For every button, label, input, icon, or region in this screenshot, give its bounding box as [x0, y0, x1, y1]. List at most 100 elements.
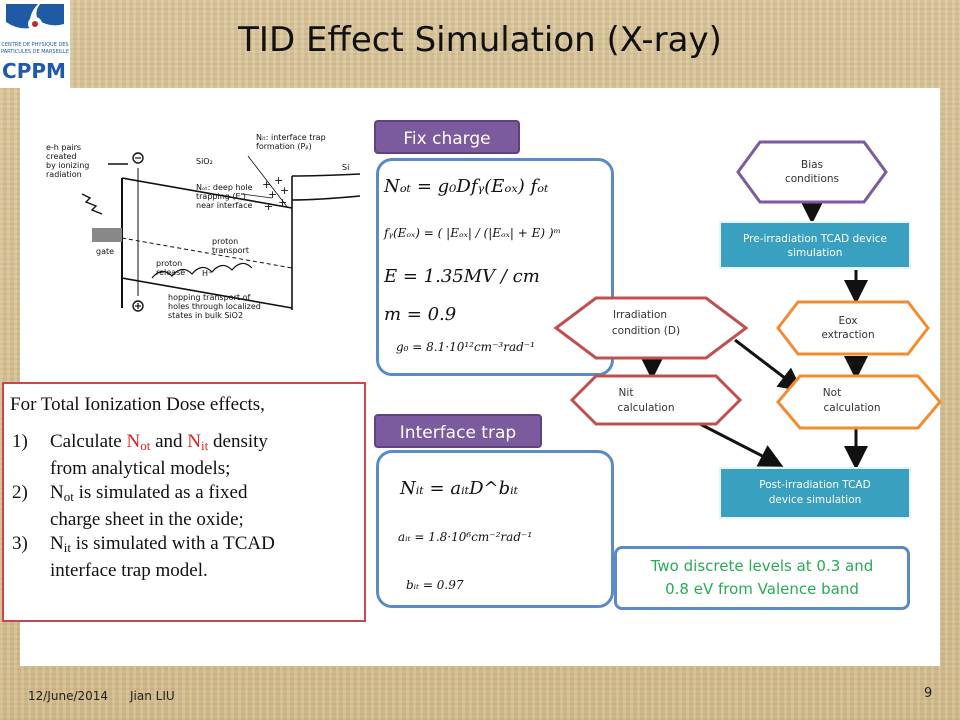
summary-item-1: 1) Calculate Not and Nit density from an… [10, 430, 358, 480]
irradiation-condition-node [553, 296, 749, 360]
summary-item-3: 3) Nit is simulated with a TCAD interfac… [10, 532, 358, 582]
proton-transport-2: transport [212, 246, 249, 255]
eox-label-2: extraction [821, 329, 874, 341]
not-symbol-main: N [126, 431, 141, 452]
not-symbol-sub: ot [140, 438, 151, 453]
summary-item-3-text: is simulated with a TCAD [70, 533, 275, 554]
not-calculation-node [776, 374, 942, 430]
summary-textbox: For Total Ionization Dose effects, 1) Ca… [2, 382, 366, 622]
nit-label-2: formation (Pᵦ) [256, 142, 312, 151]
not-label-2: trapping (E') [196, 192, 246, 201]
summary-item-3-symbol: N [50, 533, 64, 554]
levels-line-2: 0.8 eV from Valence band [665, 580, 859, 598]
levels-line-1: Two discrete levels at 0.3 and [650, 557, 874, 575]
simulation-flowchart: Bias conditions Pre-irradiation TCAD dev… [553, 140, 942, 519]
hopping-1: hopping transport of [168, 293, 250, 302]
fy-equation: fᵧ(Eₒₓ) = ( |Eₒₓ| / (|Eₒₓ| + E) )ᵐ [384, 226, 561, 240]
proton-transport-1: proton [212, 237, 238, 246]
not-label-3: near interface [196, 201, 252, 210]
bias-conditions-node [736, 140, 888, 204]
svg-text:+: + [268, 188, 277, 201]
hopping-3: states in bulk SiO2 [168, 311, 243, 320]
slide-title: TID Effect Simulation (X-ray) [238, 20, 722, 60]
hopping-path [151, 262, 253, 279]
fix-charge-tab: Fix charge [374, 120, 520, 154]
arrow-nit-to-post [699, 422, 784, 467]
post-label-1: Post-irradiation TCAD [759, 479, 870, 491]
summary-item-1-number: 1) [12, 431, 28, 452]
not-symbol: Not [126, 431, 151, 453]
energy-levels-note: Two discrete levels at 0.3 and 0.8 eV fr… [614, 546, 910, 610]
not-pointer [241, 193, 273, 199]
summary-item-2-text: is simulated as a fixed [73, 482, 248, 503]
radiation-zigzag [81, 193, 103, 215]
nit-symbol-sub: it [201, 438, 209, 453]
summary-item-2-sub: ot [63, 489, 74, 504]
summary-item-2-number: 2) [12, 482, 28, 503]
post-label-2: device simulation [769, 494, 862, 506]
fermi-level [121, 237, 293, 269]
eh-label-3: by ionizing [46, 161, 89, 170]
summary-item-3-line2: interface trap model. [50, 560, 208, 581]
pre-label-2: simulation [788, 247, 843, 259]
eox-extraction-node [776, 300, 930, 356]
si-label: Si [342, 163, 349, 172]
svg-text:+: + [278, 196, 287, 209]
bias-label-1: Bias [801, 159, 823, 171]
svg-text:+: + [264, 200, 273, 213]
summary-item-3-sub: it [63, 540, 71, 555]
nit-calculation-node [569, 374, 743, 426]
bit-equation: bᵢₜ = 0.97 [406, 578, 464, 592]
page-number: 9 [924, 686, 933, 701]
svg-text:+: + [280, 184, 289, 197]
eh-label-1: e-h pairs [46, 143, 81, 152]
interface-trap-box [376, 450, 614, 608]
summary-item-2-symbol: N [50, 482, 64, 503]
m-equation: m = 0.9 [384, 304, 457, 325]
not-label-2: calculation [823, 402, 880, 414]
summary-item-1-text-b: density [208, 431, 268, 452]
summary-item-1-line2: from analytical models; [50, 458, 231, 479]
nit-symbol: Nit [187, 431, 209, 453]
summary-item-1-mid: and [150, 431, 188, 452]
trapped-holes: +++ +++ [262, 174, 289, 213]
eh-label-4: radiation [46, 170, 82, 179]
pre-irradiation-node [719, 221, 911, 269]
footer-date: 12/June/2014 [28, 689, 109, 703]
logo-subtext-2: PARTICULES DE MARSEILLE [1, 49, 69, 55]
footer-author: Jian LIU [130, 689, 175, 703]
summary-item-1-text-a: Calculate [50, 431, 127, 452]
arrow-irr-to-not [734, 338, 803, 392]
logo-subtext-1: CENTRE DE PHYSIQUE DES [1, 42, 68, 48]
proton-release-2: release [156, 268, 185, 277]
logo-emblem-right [36, 4, 64, 26]
cppm-logo: CENTRE DE PHYSIQUE DES PARTICULES DE MAR… [0, 0, 70, 88]
field-equation: E = 1.35MV / cm [384, 266, 540, 287]
si-conduction-band [291, 173, 361, 177]
irr-label-1: Irradiation [613, 309, 667, 321]
pre-label-1: Pre-irradiation TCAD device [743, 233, 887, 245]
g0-equation: g₀ = 8.1·10¹²cm⁻³rad⁻¹ [396, 340, 535, 354]
nit-label-1: Nit [619, 387, 634, 399]
valence-band [121, 277, 293, 309]
gate-label: gate [96, 247, 114, 256]
not-label-1: Nₒₜ: deep hole [196, 183, 253, 192]
logo-emblem [6, 4, 38, 29]
summary-intro: For Total Ionization Dose effects, [10, 394, 265, 415]
si-valence-band [291, 195, 361, 201]
summary-item-3-number: 3) [12, 533, 28, 554]
logo-dot [32, 21, 38, 27]
nit-label-1: Nᵢₜ: interface trap [256, 133, 326, 142]
svg-text:+: + [274, 174, 283, 187]
logo-text: CPPM [2, 59, 66, 83]
proton-release-1: proton [156, 259, 182, 268]
hplus-label: H⁺ [202, 269, 212, 278]
not-label-1: Not [823, 387, 841, 399]
summary-item-2: 2) Not is simulated as a fixed charge sh… [10, 481, 358, 531]
summary-list: 1) Calculate Not and Nit density from an… [10, 430, 358, 582]
gate-fill [92, 228, 122, 242]
hopping-2: holes through localized [168, 302, 261, 311]
nit-symbol-main: N [187, 431, 202, 452]
nit-label-2: calculation [617, 402, 674, 414]
conduction-band [121, 177, 293, 209]
